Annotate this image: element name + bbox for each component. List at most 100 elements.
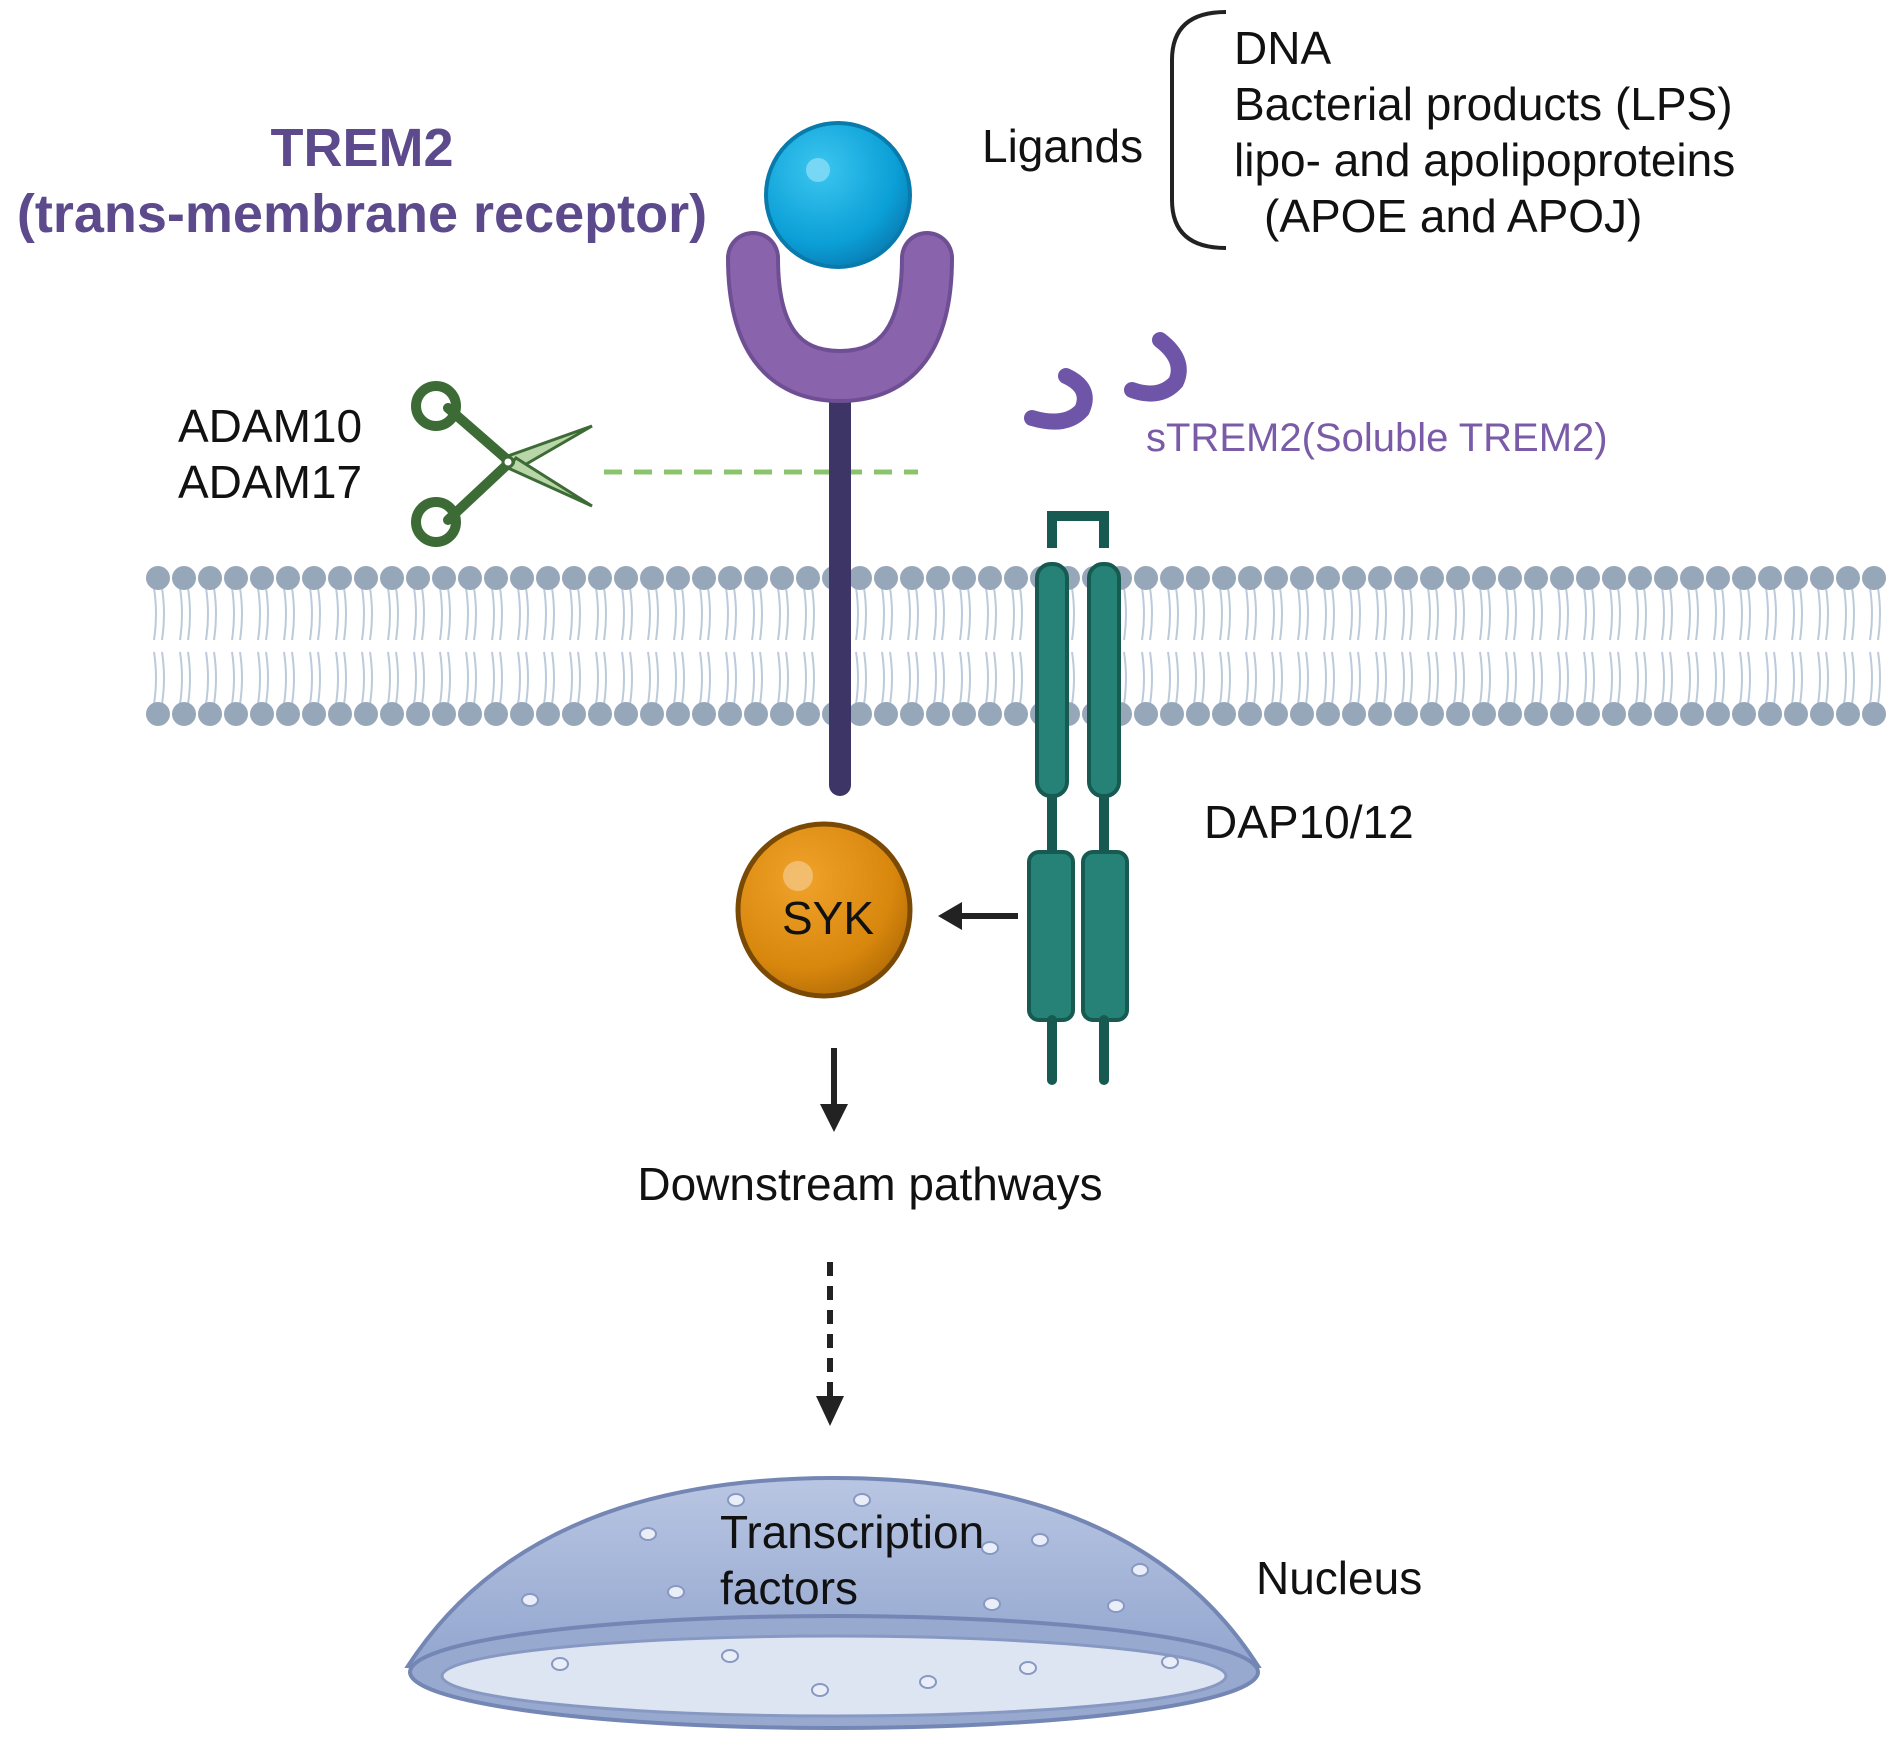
lipid-tail xyxy=(1669,651,1673,705)
lipid-tail xyxy=(1383,651,1387,705)
lipid-tail xyxy=(1487,651,1491,705)
lipid-tail xyxy=(733,651,737,705)
lipid-tail xyxy=(1817,587,1821,641)
lipid-tail xyxy=(161,587,165,641)
lipid-tail xyxy=(1661,651,1665,705)
lipid-tail xyxy=(733,587,737,641)
lipid-head xyxy=(1342,566,1366,590)
lipid-tail xyxy=(1461,651,1465,705)
lipid-tail xyxy=(335,587,339,641)
lipid-tail xyxy=(1375,587,1379,641)
lipid-tail xyxy=(1843,587,1847,641)
lipid-tail xyxy=(569,587,573,641)
lipid-tail xyxy=(1661,587,1665,641)
nucleus-dome xyxy=(404,1475,1262,1668)
lipid-head xyxy=(1576,702,1600,726)
lipid-tail xyxy=(647,587,651,641)
lipid-head xyxy=(874,702,898,726)
lipid-tail xyxy=(785,651,789,705)
lipid-head xyxy=(744,566,768,590)
lipid-head xyxy=(302,566,326,590)
lipid-tail xyxy=(1747,587,1751,641)
lipid-head xyxy=(458,702,482,726)
lipid-tail xyxy=(179,587,183,641)
nucleus-label: Nucleus xyxy=(1256,1552,1422,1604)
lipid-tail xyxy=(551,587,555,641)
lipid-head xyxy=(458,566,482,590)
lipid-tail xyxy=(205,651,209,705)
lipid-tail xyxy=(673,587,677,641)
lipid-tail xyxy=(1739,587,1743,641)
lipid-tail xyxy=(153,651,157,705)
lipid-tail xyxy=(1531,587,1535,641)
lipid-tail xyxy=(707,651,711,705)
lipid-tail xyxy=(231,587,235,641)
lipid-tail xyxy=(1019,587,1023,641)
lipid-tail xyxy=(959,587,963,641)
syk-label: SYK xyxy=(782,892,874,944)
lipid-tail xyxy=(257,587,261,641)
lipid-tail xyxy=(629,651,633,705)
lipid-head xyxy=(536,566,560,590)
dap-label: DAP10/12 xyxy=(1204,796,1414,848)
lipid-head xyxy=(900,702,924,726)
lipid-tail xyxy=(439,587,443,641)
lipid-tail xyxy=(1375,651,1379,705)
lipid-tail xyxy=(343,651,347,705)
lipid-tail xyxy=(1583,587,1587,641)
lipid-head xyxy=(718,702,742,726)
lipid-tail xyxy=(863,587,867,641)
lipid-head xyxy=(380,566,404,590)
lipid-head xyxy=(198,702,222,726)
lipid-head xyxy=(302,702,326,726)
arrow-dap-to-syk-head xyxy=(938,902,962,930)
lipid-head xyxy=(1758,566,1782,590)
lipid-tail xyxy=(673,651,677,705)
lipid-head xyxy=(224,702,248,726)
lipid-head xyxy=(614,566,638,590)
lipid-tail xyxy=(915,651,919,705)
lipid-head xyxy=(1238,702,1262,726)
receptor-cup xyxy=(730,235,950,400)
lipid-head xyxy=(1290,566,1314,590)
lipid-head xyxy=(978,702,1002,726)
lipid-tail xyxy=(283,587,287,641)
lipid-tail xyxy=(707,587,711,641)
lipid-tail xyxy=(1713,587,1717,641)
lipid-tail xyxy=(1323,587,1327,641)
lipid-tail xyxy=(577,587,581,641)
lipid-head xyxy=(1732,702,1756,726)
lipid-tail xyxy=(1609,651,1613,705)
lipid-tail xyxy=(1799,587,1803,641)
lipid-tail xyxy=(1765,587,1769,641)
lipid-tail xyxy=(543,587,547,641)
lipid-head xyxy=(926,702,950,726)
lipid-head xyxy=(796,702,820,726)
lipid-head xyxy=(1264,702,1288,726)
nuclear-pores xyxy=(521,1493,1179,1697)
lipid-tail xyxy=(239,587,243,641)
lipid-tail xyxy=(1591,651,1595,705)
downstream-pathways-label: Downstream pathways xyxy=(637,1158,1102,1210)
lipid-tail xyxy=(1539,651,1543,705)
lipid-head xyxy=(1836,566,1860,590)
lipid-tail xyxy=(1505,587,1509,641)
lipid-tail xyxy=(1357,587,1361,641)
lipid-tail xyxy=(1401,587,1405,641)
lipid-tail xyxy=(1227,587,1231,641)
lipid-tail xyxy=(413,651,417,705)
nucleus: Transcription factors xyxy=(404,1475,1262,1730)
lipid-tail xyxy=(595,587,599,641)
lipid-tail xyxy=(1219,651,1223,705)
lipid-tail xyxy=(933,651,937,705)
lipid-head xyxy=(224,566,248,590)
lipid-head xyxy=(406,702,430,726)
lipid-tail xyxy=(1461,587,1465,641)
lipid-head xyxy=(1472,566,1496,590)
lipid-head xyxy=(1212,702,1236,726)
lipid-tail xyxy=(1877,587,1881,641)
lipid-head xyxy=(432,566,456,590)
lipid-head xyxy=(640,702,664,726)
lipid-tail xyxy=(1331,587,1335,641)
lipid-head xyxy=(1368,566,1392,590)
